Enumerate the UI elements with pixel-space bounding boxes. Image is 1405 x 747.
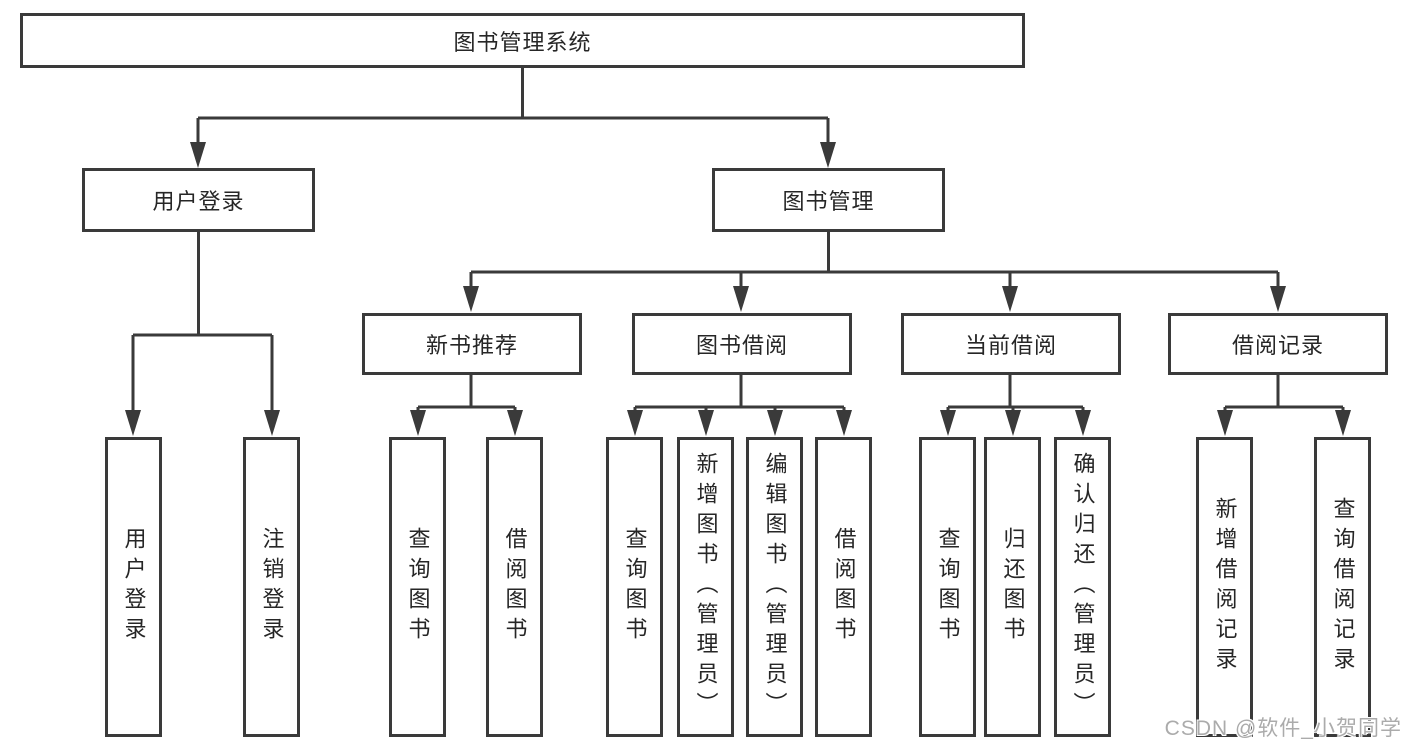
arrow-icon: [836, 410, 852, 436]
arrow-icon: [627, 410, 643, 436]
arrow-icon: [463, 286, 479, 312]
csdn-watermark: CSDN @软件_小贺同学: [1164, 717, 1402, 740]
arrow-icon: [1002, 286, 1018, 312]
node-label: 当前借阅: [964, 333, 1057, 358]
node-label: 用户登录: [121, 527, 147, 647]
arrow-icon: [507, 410, 523, 436]
leaf-add-book-admin: 新增图书（管理员）: [677, 437, 734, 737]
leaf-query-book-2: 查询图书: [606, 437, 663, 737]
arrow-icon: [767, 410, 783, 436]
arrow-icon: [1005, 410, 1021, 436]
node-label: 新书推荐: [425, 333, 518, 358]
arrow-icon: [1217, 410, 1233, 436]
leaf-query-book-3: 查询图书: [919, 437, 976, 737]
arrow-icon: [1075, 410, 1091, 436]
leaf-logout: 注销登录: [243, 437, 300, 737]
node-label: 借阅记录: [1231, 333, 1324, 358]
node-label: 查询图书: [935, 527, 961, 647]
node-label: 图书管理系统: [453, 29, 592, 55]
arrow-icon: [698, 410, 714, 436]
node-book-management: 图书管理: [712, 168, 945, 232]
arrow-icon: [940, 410, 956, 436]
node-label: 借阅图书: [502, 527, 528, 647]
node-label: 确认归还（管理员）: [1070, 452, 1096, 722]
leaf-confirm-return-admin: 确认归还（管理员）: [1054, 437, 1111, 737]
leaf-query-book-1: 查询图书: [389, 437, 446, 737]
connector-paths: [131, 66, 1345, 414]
arrowheads: [125, 142, 1351, 436]
node-label: 查询借阅记录: [1330, 497, 1356, 677]
leaf-edit-book-admin: 编辑图书（管理员）: [746, 437, 803, 737]
node-book-borrow: 图书借阅: [632, 313, 852, 375]
node-label: 图书借阅: [695, 333, 788, 358]
leaf-user-login: 用户登录: [105, 437, 162, 737]
node-user-login: 用户登录: [82, 168, 315, 232]
leaf-borrow-book-2: 借阅图书: [815, 437, 872, 737]
node-label: 注销登录: [259, 527, 285, 647]
leaf-query-borrow-record: 查询借阅记录: [1314, 437, 1371, 737]
arrow-icon: [1270, 286, 1286, 312]
arrow-icon: [125, 410, 141, 436]
node-label: 归还图书: [1000, 527, 1026, 647]
leaf-borrow-book-1: 借阅图书: [486, 437, 543, 737]
leaf-add-borrow-record: 新增借阅记录: [1196, 437, 1253, 737]
node-label: 新增借阅记录: [1212, 497, 1238, 677]
node-label: 编辑图书（管理员）: [762, 452, 788, 722]
node-label: 查询图书: [405, 527, 431, 647]
arrow-icon: [820, 142, 836, 168]
node-label: 用户登录: [152, 189, 245, 214]
node-label: 借阅图书: [831, 527, 857, 647]
arrow-icon: [190, 142, 206, 168]
arrow-icon: [1335, 410, 1351, 436]
node-label: 图书管理: [782, 189, 875, 214]
node-new-book-recommend: 新书推荐: [362, 313, 582, 375]
node-label: 新增图书（管理员）: [693, 452, 719, 722]
node-current-borrow: 当前借阅: [901, 313, 1121, 375]
node-borrow-record: 借阅记录: [1168, 313, 1388, 375]
node-root-system: 图书管理系统: [20, 13, 1025, 68]
node-label: 查询图书: [622, 527, 648, 647]
leaf-return-book: 归还图书: [984, 437, 1041, 737]
arrow-icon: [264, 410, 280, 436]
arrow-icon: [733, 286, 749, 312]
arrow-icon: [410, 410, 426, 436]
